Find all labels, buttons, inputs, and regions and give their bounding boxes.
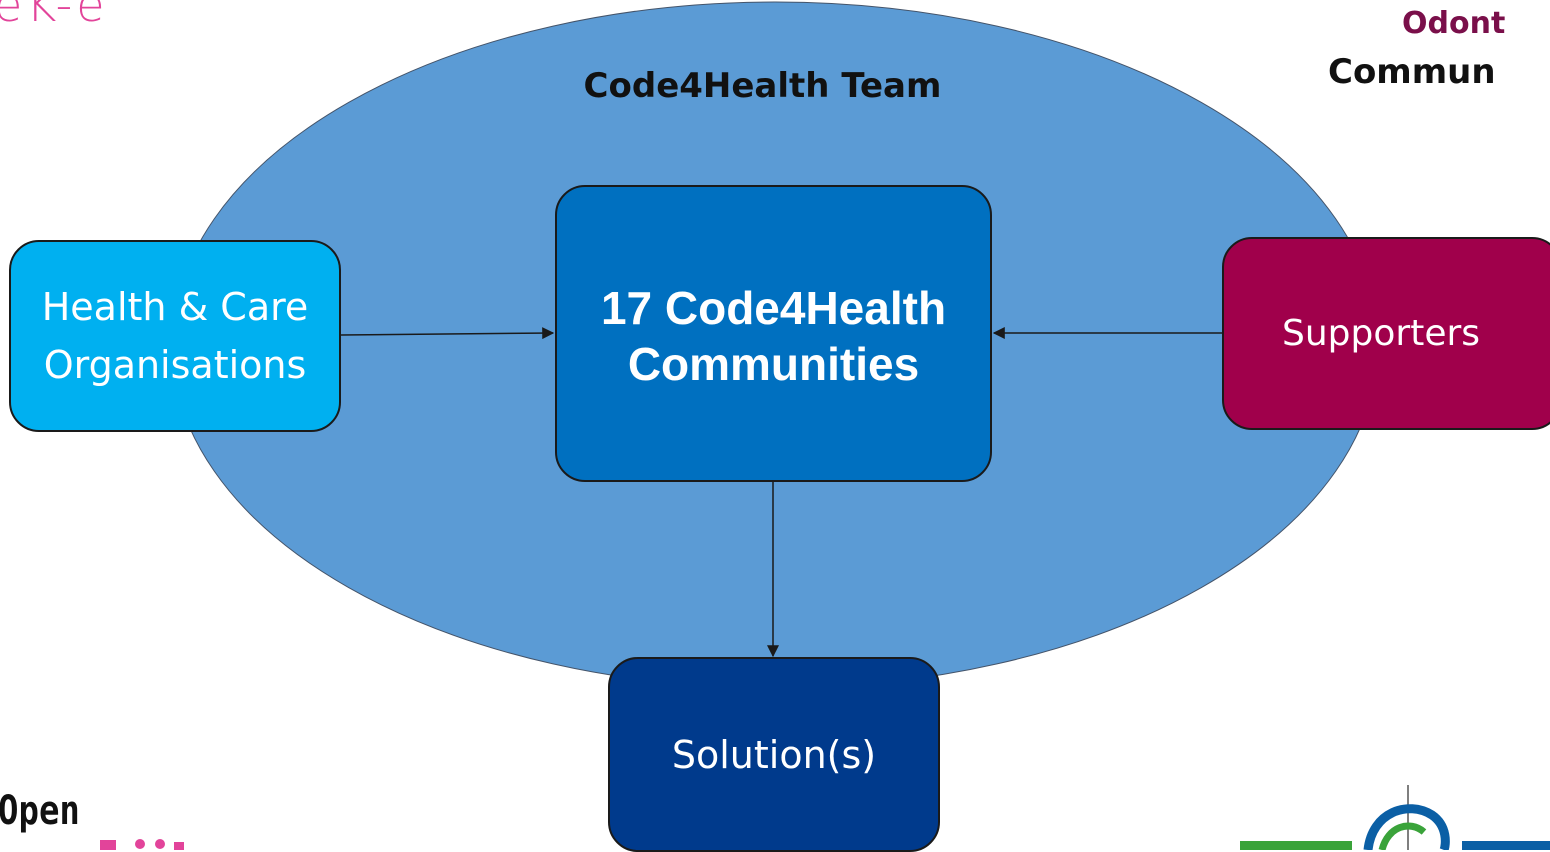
node-label: Solution(s) <box>671 732 877 777</box>
partial-logo-bottom-right <box>1240 785 1550 850</box>
node-health-care-organisations: Health & Care Organisations <box>9 240 341 432</box>
node-label: 17 Code4Health Communities <box>600 282 947 390</box>
node-solutions: Solution(s) <box>608 657 940 852</box>
logo-top-right-line1: Odont <box>1402 6 1506 41</box>
logo-top-right-line2: Commun <box>1328 52 1496 92</box>
partial-logo-bottom-left-pink <box>100 839 184 850</box>
node-label: Supporters <box>1282 313 1481 354</box>
logo-top-left: eK-e <box>0 0 109 32</box>
node-label: Health & Care Organisations <box>41 285 309 387</box>
logo-bottom-left: Open <box>0 788 80 834</box>
arrow-health-to-communities <box>340 327 555 340</box>
node-communities: 17 Code4Health Communities <box>555 185 992 482</box>
team-title: Code4Health Team <box>583 66 942 106</box>
node-supporters: Supporters <box>1222 237 1550 430</box>
